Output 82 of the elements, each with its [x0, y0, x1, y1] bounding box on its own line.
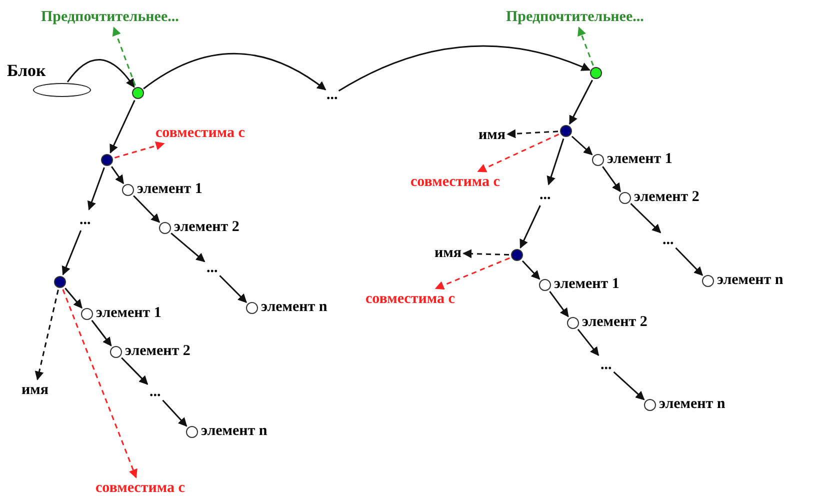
circle-node [81, 308, 93, 320]
node-label: ... [150, 384, 161, 400]
node-caption: элемент 1 [607, 151, 672, 168]
arrow [91, 320, 112, 346]
circle-node [567, 317, 579, 329]
node-caption: элемент 1 [554, 276, 620, 293]
arrow [477, 134, 560, 172]
arrow [64, 288, 82, 309]
arrow [549, 291, 569, 318]
node-label: имя [434, 244, 462, 262]
arrow [675, 247, 704, 276]
circle-node [132, 87, 144, 99]
arrow [571, 136, 593, 156]
node-caption: элемент 2 [125, 343, 190, 360]
node-label: совместима с [410, 174, 500, 190]
node-label: ... [326, 86, 338, 104]
node-label: ... [540, 186, 551, 204]
arrow [110, 166, 124, 184]
ellipse-node [33, 83, 91, 97]
circle-node [590, 67, 602, 79]
circle-node [511, 249, 523, 261]
node-caption: элемент n [659, 396, 726, 413]
node-caption: элемент 2 [174, 219, 240, 236]
circle-node [560, 125, 572, 137]
circle-node [110, 346, 122, 358]
arrow [522, 260, 540, 280]
circle-node [644, 399, 656, 411]
node-label: имя [22, 382, 48, 398]
arrow [434, 257, 510, 290]
node-label: имя [478, 126, 506, 144]
arrow [338, 45, 590, 92]
arrow [613, 371, 645, 400]
arrow [602, 166, 621, 192]
circle-node [186, 426, 198, 438]
arrow [506, 129, 558, 138]
node-label: Предпочтительнее... [41, 8, 179, 26]
node-label: ... [600, 356, 612, 374]
node-label: Предпочтительнее... [506, 8, 644, 26]
arrow [62, 230, 82, 276]
circle-node [702, 275, 714, 287]
node-caption: элемент 1 [96, 305, 162, 322]
node-label: Блок [7, 62, 46, 79]
arrow [88, 167, 105, 210]
arrow [62, 289, 138, 478]
node-caption: элемент 2 [582, 314, 648, 331]
arrow [162, 400, 188, 427]
circle-node [159, 222, 171, 234]
node-label: ... [206, 260, 218, 276]
arrow [546, 138, 564, 186]
arrow [577, 328, 600, 356]
node-caption: элемент n [717, 272, 784, 289]
arrow [569, 80, 593, 125]
circle-node [539, 279, 551, 291]
node-caption: элемент 2 [634, 189, 700, 206]
arrow [462, 249, 510, 258]
circle-node [246, 302, 258, 314]
node-caption: элемент 1 [137, 181, 202, 198]
arrow [630, 203, 662, 234]
node-label: ... [80, 212, 91, 228]
node-label: совместима с [156, 124, 245, 142]
arrow [133, 195, 160, 223]
arrow [114, 141, 165, 158]
circle-node [619, 192, 631, 204]
node-label: совместима с [366, 290, 455, 308]
arrow [170, 232, 206, 262]
circle-node [592, 154, 604, 166]
node-caption: элемент n [261, 299, 328, 316]
arrow [34, 290, 59, 380]
node-label: ... [662, 232, 674, 248]
arrow [112, 26, 136, 86]
arrow [66, 59, 135, 88]
circle-node [54, 276, 66, 288]
circle-node [101, 154, 113, 166]
arrow [520, 205, 541, 249]
arrow [121, 357, 148, 385]
node-label: совместима с [96, 480, 185, 496]
arrow [219, 275, 247, 303]
node-caption: элемент n [201, 423, 268, 440]
arrow [143, 52, 326, 90]
arrow [110, 100, 136, 154]
circle-node [122, 184, 134, 196]
arrow [578, 26, 594, 66]
